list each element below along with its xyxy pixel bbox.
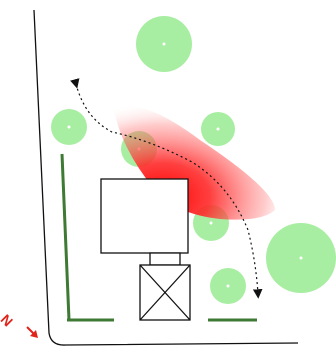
north-arrow-icon [26, 326, 38, 338]
tree-large-right [266, 223, 336, 293]
connector-block [149, 252, 181, 266]
hedge-left-vertical [60, 153, 71, 321]
outbuilding-crossed [139, 264, 191, 321]
tree-left [51, 109, 87, 145]
property-boundary [33, 9, 299, 346]
tree-right-upper [201, 112, 235, 146]
hedges [60, 153, 257, 322]
main-building [100, 178, 189, 254]
tree-top-center [136, 16, 192, 72]
sun-path-arrow [70, 78, 263, 299]
tree-right-lower [210, 268, 246, 304]
